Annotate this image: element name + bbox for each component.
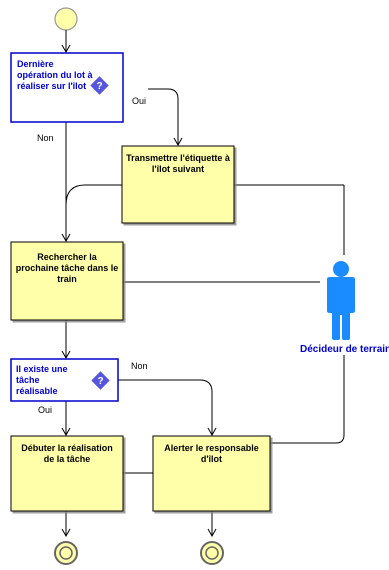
edge-decision1-oui — [148, 88, 183, 147]
end-event-2 — [200, 541, 224, 565]
task-transmettre-label: Transmettre l'étiquette à l'îlot suivant — [126, 153, 230, 174]
task-alerter-label: Alerter le responsable d'îlot — [164, 443, 259, 464]
task-debuter-box — [10, 435, 124, 512]
edge-transmettre-to-rechercher — [65, 184, 344, 241]
svg-text:?: ? — [96, 81, 102, 92]
question-diamond-icon: ? — [90, 76, 109, 95]
task-debuter-label: Débuter la réalisation de la tâche — [21, 443, 113, 464]
edge-label-non-1: Non — [37, 133, 54, 143]
edge-actor-link-3 — [270, 355, 345, 444]
task-rechercher-label: Rechercher la prochaine tâche dans le tr… — [15, 252, 119, 284]
task-rechercher-box — [10, 241, 124, 321]
person-icon — [327, 261, 355, 340]
task-alerter-box — [152, 435, 271, 512]
decision-last-op-label: Dernière opération du lot à réaliser sur… — [17, 59, 93, 91]
question-diamond-icon-2: ? — [91, 371, 110, 390]
edge-label-oui-2: Oui — [38, 405, 53, 415]
end-event-1 — [54, 541, 78, 565]
edge-label-non-2: Non — [131, 361, 148, 371]
edges — [61, 30, 345, 538]
start-event — [54, 7, 78, 31]
edge-label-oui-1: Oui — [132, 96, 147, 106]
decision-tache-label: Il existe une tâche réalisable — [16, 364, 68, 396]
actor-label: Décideur de terrain — [300, 344, 389, 355]
task-transmettre-box — [121, 145, 235, 224]
edge-decision2-non — [118, 379, 217, 437]
svg-text:?: ? — [97, 376, 103, 387]
